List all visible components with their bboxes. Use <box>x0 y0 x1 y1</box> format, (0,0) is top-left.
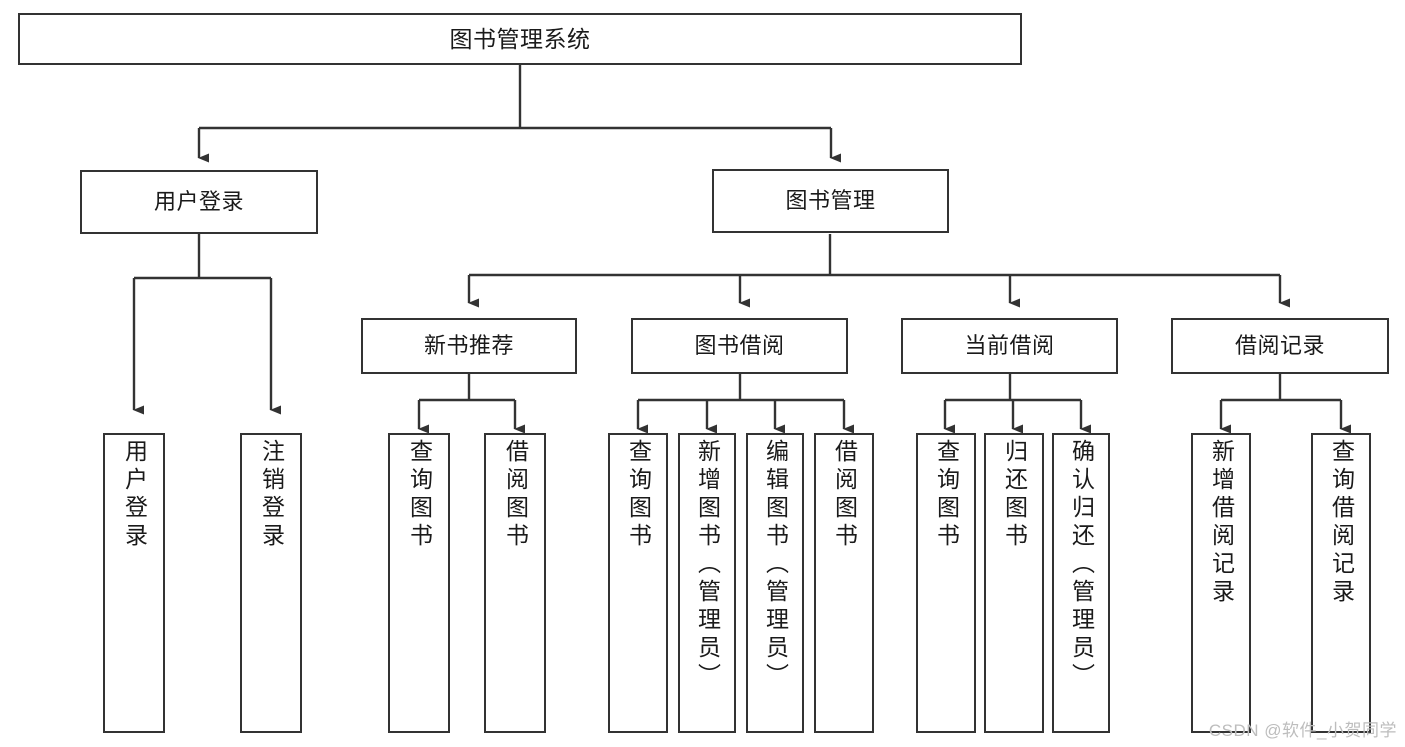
node-label: 查询图书 <box>625 439 652 551</box>
node-label: 查询图书 <box>406 439 433 551</box>
node-leaf-add-book[interactable]: 新增图书（管理员） <box>678 433 736 733</box>
node-label: 借阅图书 <box>502 439 529 551</box>
node-book-borrow[interactable]: 图书借阅 <box>631 318 848 374</box>
node-label: 查询图书 <box>933 439 960 551</box>
node-leaf-logout-login[interactable]: 注销登录 <box>240 433 302 733</box>
node-leaf-borrow-book-recommend[interactable]: 借阅图书 <box>484 433 546 733</box>
node-leaf-edit-book[interactable]: 编辑图书（管理员） <box>746 433 804 733</box>
node-borrow-record[interactable]: 借阅记录 <box>1171 318 1389 374</box>
node-new-book-recommend[interactable]: 新书推荐 <box>361 318 577 374</box>
node-leaf-return-book[interactable]: 归还图书 <box>984 433 1044 733</box>
node-label: 图书借阅 <box>694 333 785 359</box>
node-current-borrow[interactable]: 当前借阅 <box>901 318 1118 374</box>
node-leaf-query-book-borrow[interactable]: 查询图书 <box>608 433 668 733</box>
node-label: 借阅图书 <box>831 439 858 551</box>
node-label: 新增借阅记录 <box>1208 439 1235 607</box>
node-book-management[interactable]: 图书管理 <box>712 169 949 233</box>
node-label: 确认归还（管理员） <box>1068 439 1095 691</box>
node-label: 注销登录 <box>258 439 285 551</box>
node-label: 查询借阅记录 <box>1328 439 1355 607</box>
csdn-watermark: CSDN @软件_小贺同学 <box>1208 721 1397 740</box>
node-leaf-borrow-book[interactable]: 借阅图书 <box>814 433 874 733</box>
node-label: 借阅记录 <box>1234 333 1325 359</box>
node-label: 用户登录 <box>121 439 148 551</box>
node-label: 新增图书（管理员） <box>694 439 721 691</box>
node-leaf-query-book-current[interactable]: 查询图书 <box>916 433 976 733</box>
node-label: 编辑图书（管理员） <box>762 439 789 691</box>
node-leaf-query-book-recommend[interactable]: 查询图书 <box>388 433 450 733</box>
node-label: 新书推荐 <box>423 333 514 359</box>
node-label: 当前借阅 <box>964 333 1055 359</box>
node-user-login[interactable]: 用户登录 <box>80 170 318 234</box>
node-label: 用户登录 <box>153 189 244 215</box>
node-leaf-query-borrow-record[interactable]: 查询借阅记录 <box>1311 433 1371 733</box>
node-label: 归还图书 <box>1001 439 1028 551</box>
node-leaf-add-borrow-record[interactable]: 新增借阅记录 <box>1191 433 1251 733</box>
node-leaf-user-login[interactable]: 用户登录 <box>103 433 165 733</box>
node-root-book-management-system[interactable]: 图书管理系统 <box>18 13 1022 65</box>
node-leaf-confirm-return[interactable]: 确认归还（管理员） <box>1052 433 1110 733</box>
node-label: 图书管理 <box>785 188 876 214</box>
node-label: 图书管理系统 <box>449 25 591 52</box>
